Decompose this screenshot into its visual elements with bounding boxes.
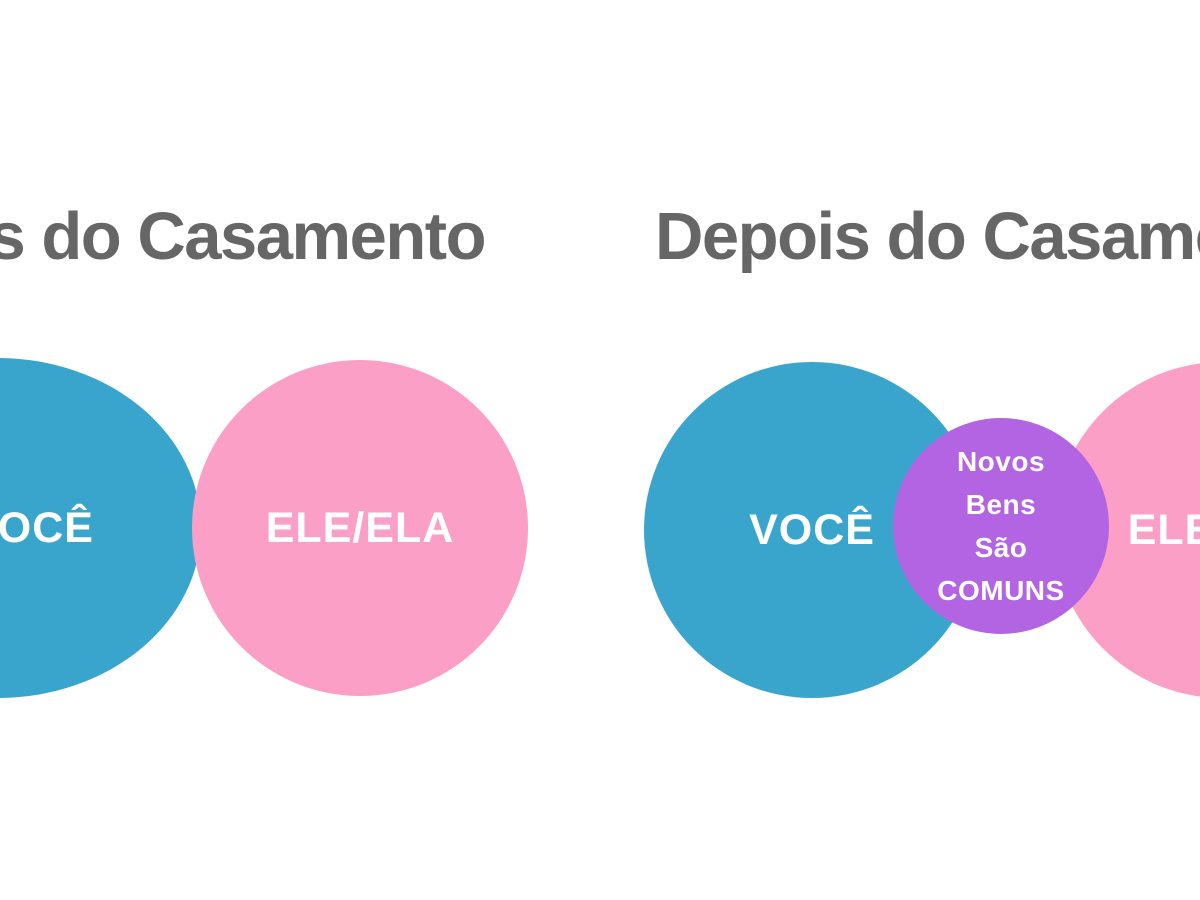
- before-you-label: VOCÊ: [0, 503, 94, 552]
- before-partner-circle: ELE/ELA: [192, 360, 528, 696]
- shared-assets-label: Novos Bens São COMUNS: [937, 440, 1064, 612]
- after-partner-label: ELE/ELA: [1127, 505, 1200, 554]
- shared-assets-overlap-circle: Novos Bens São COMUNS: [893, 418, 1109, 634]
- before-marriage-title: Antes do Casamento: [0, 198, 487, 274]
- shared-assets-line-3: São: [974, 532, 1028, 563]
- shared-assets-line-4: COMUNS: [937, 575, 1065, 606]
- after-you-label: VOCÊ: [749, 505, 875, 554]
- before-partner-label: ELE/ELA: [265, 503, 455, 552]
- shared-assets-line-2: Bens: [965, 489, 1037, 520]
- after-marriage-title: Depois do Casamento: [655, 198, 1200, 274]
- shared-assets-line-1: Novos: [956, 446, 1046, 477]
